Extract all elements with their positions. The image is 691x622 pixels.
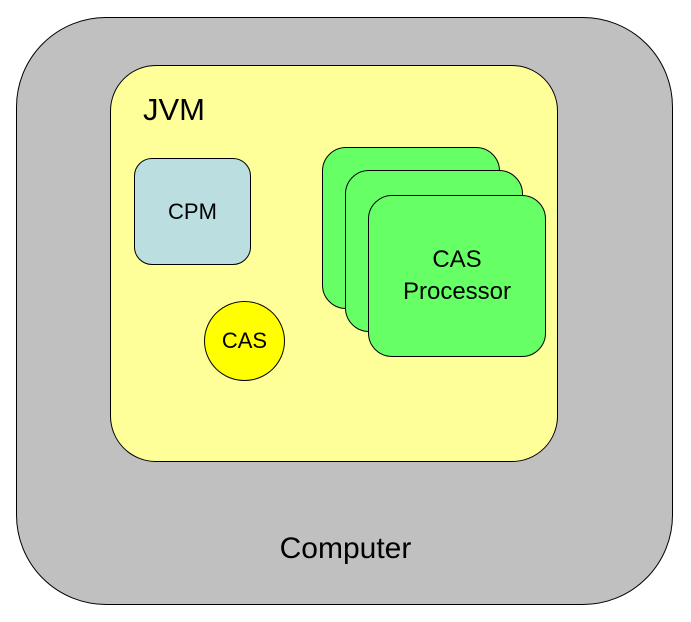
- computer-label: Computer: [279, 532, 412, 565]
- cas-processor-label-line1: CAS: [432, 246, 482, 273]
- cas-label: CAS: [221, 328, 268, 353]
- jvm-label: JVM: [143, 92, 205, 127]
- cpm-label: CPM: [168, 198, 217, 224]
- cas-processor-box-front: CAS Processor: [368, 195, 546, 357]
- cpm-box: CPM: [134, 158, 251, 265]
- cas-processor-label-line2: Processor: [402, 278, 512, 305]
- cas-circle: CAS: [204, 301, 285, 381]
